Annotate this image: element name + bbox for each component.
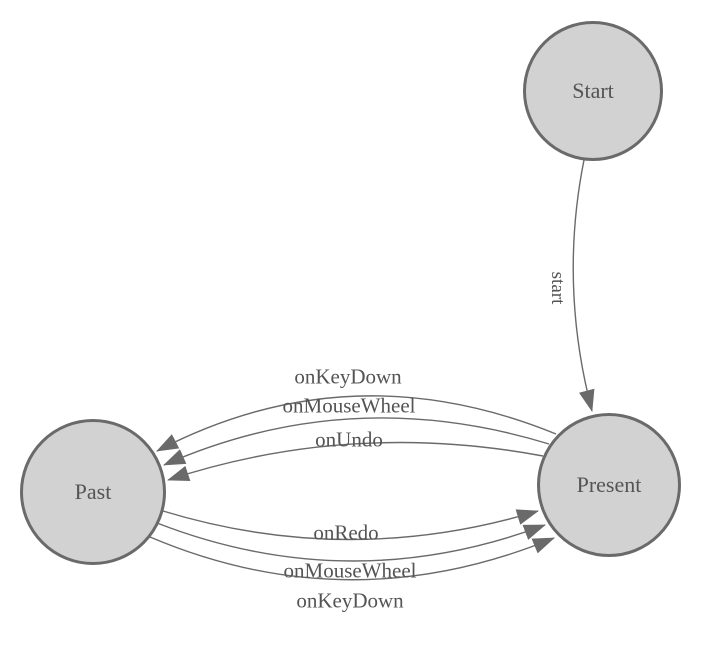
state-node-past[interactable]: Past — [20, 419, 166, 565]
edge-present-to-past-onkeydown — [156, 395, 557, 452]
edge-label-onkeydown-to-present: onKeyDown — [296, 588, 404, 613]
edge-present-to-past-onmousewheel — [163, 417, 550, 466]
state-node-past-label: Past — [74, 479, 112, 504]
state-node-present-label: Present — [576, 472, 642, 497]
edge-start-to-present — [572, 159, 595, 412]
edge-past-to-present-onkeydown — [149, 536, 555, 581]
edge-label-start: start — [547, 271, 568, 305]
edge-present-to-past-onundo — [167, 441, 544, 482]
edge-label-onkeydown-to-past: onKeyDown — [294, 364, 402, 389]
edge-past-to-present-onmousewheel — [156, 522, 546, 562]
edge-label-onmousewheel-to-past: onMouseWheel — [282, 393, 416, 418]
state-node-start-label: Start — [572, 78, 614, 103]
state-node-present[interactable]: Present — [537, 413, 681, 557]
edge-label-onundo: onUndo — [315, 427, 383, 452]
edge-label-onredo: onRedo — [313, 520, 379, 545]
state-node-start[interactable]: Start — [523, 21, 663, 161]
edge-past-to-present-onredo — [162, 509, 539, 541]
edge-label-onmousewheel-to-present: onMouseWheel — [283, 558, 417, 583]
